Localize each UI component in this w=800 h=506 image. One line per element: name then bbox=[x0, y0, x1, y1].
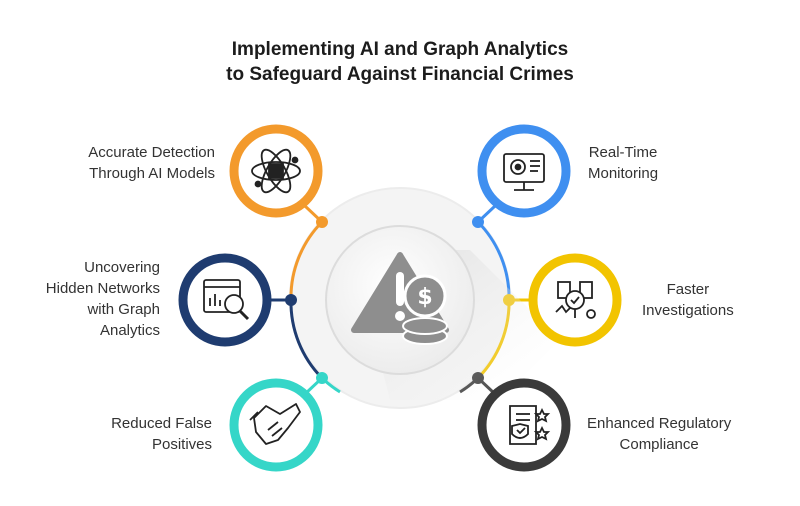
monitor-icon bbox=[503, 153, 545, 191]
label-reduced-false-positives: Reduced False Positives bbox=[111, 413, 212, 455]
handshake-icon bbox=[249, 403, 301, 445]
label-line: Through AI Models bbox=[89, 165, 215, 182]
item-circle-4 bbox=[477, 124, 571, 218]
item-circle-2 bbox=[178, 253, 272, 347]
label-faster-investigations: Faster Investigations bbox=[642, 279, 734, 321]
label-line: Hidden Networks bbox=[45, 280, 160, 297]
graph-magnifier-icon bbox=[203, 279, 250, 321]
label-line: Accurate Detection bbox=[88, 144, 215, 161]
label-line: Compliance bbox=[619, 436, 699, 453]
item-circle-1 bbox=[229, 124, 323, 218]
label-line: Faster bbox=[666, 281, 710, 298]
node-1 bbox=[316, 216, 328, 228]
atom-chip-icon bbox=[251, 148, 301, 194]
svg-text:$: $ bbox=[417, 285, 432, 310]
label-real-time-monitoring: Real-Time Monitoring bbox=[588, 142, 658, 184]
label-line: Enhanced Regulatory bbox=[587, 415, 732, 432]
label-line: Monitoring bbox=[588, 165, 659, 182]
label-line: Positives bbox=[151, 436, 212, 453]
label-line: Real-Time bbox=[588, 144, 658, 161]
investigation-icon bbox=[555, 281, 596, 319]
label-uncovering-networks: Uncovering Hidden Networks with Graph An… bbox=[46, 257, 160, 341]
node-2 bbox=[285, 294, 297, 306]
arc-orange bbox=[289, 220, 324, 301]
arc-navy bbox=[289, 299, 324, 380]
item-circle-6 bbox=[477, 378, 571, 472]
label-enhanced-compliance: Enhanced Regulatory Compliance bbox=[587, 413, 731, 455]
compliance-document-icon bbox=[509, 405, 551, 445]
warning-coins-icon: $ bbox=[351, 252, 449, 345]
label-line: Investigations bbox=[642, 302, 734, 319]
title-line-1: Implementing AI and Graph Analytics bbox=[231, 39, 569, 60]
label-line: Reduced False bbox=[111, 415, 212, 432]
item-circle-3 bbox=[229, 378, 323, 472]
label-line: Analytics bbox=[99, 322, 160, 339]
node-4 bbox=[472, 216, 484, 228]
node-3 bbox=[316, 372, 328, 384]
label-line: with Graph bbox=[87, 301, 160, 318]
label-accurate-detection: Accurate Detection Through AI Models bbox=[88, 142, 215, 184]
title-line-2: to Safeguard Against Financial Crimes bbox=[226, 64, 574, 85]
item-circle-5 bbox=[528, 253, 622, 347]
label-line: Uncovering bbox=[84, 259, 160, 276]
